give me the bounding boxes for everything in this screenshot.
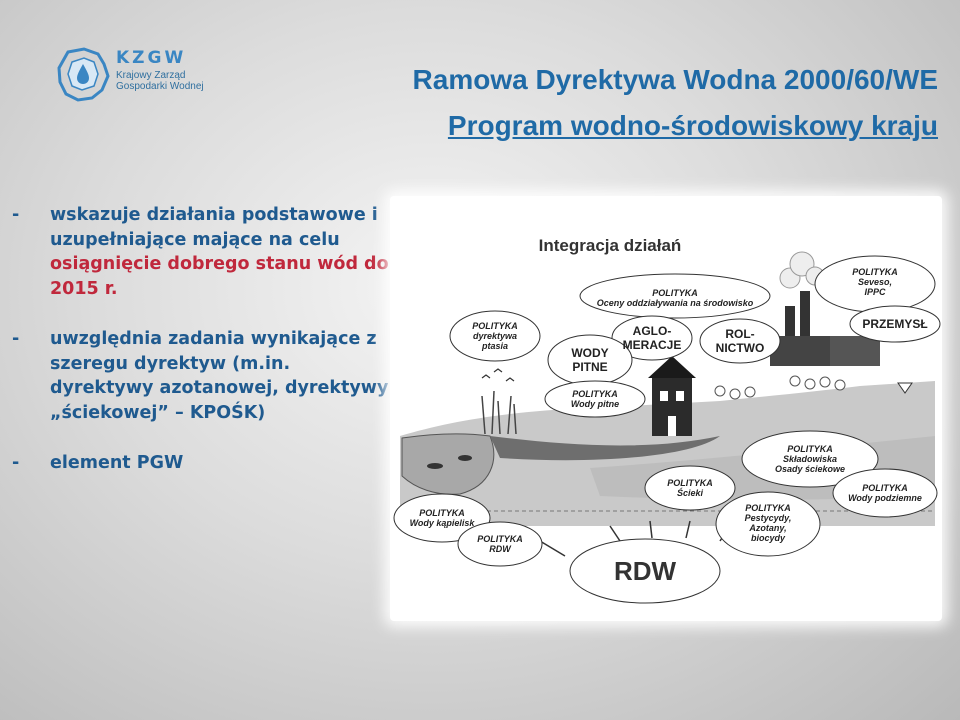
label-line: POLITYKA [862,483,908,493]
label-line: ROL- [725,327,755,341]
bullet-text: uwzględnia zadania wynikające z szeregu … [50,329,389,423]
bubble-kapieliska [393,493,491,543]
label-line: WODY [571,346,609,360]
diagram-graphics [393,251,941,604]
bubble-podziemne [832,468,938,518]
label-line: Wody kąpielisk [409,518,475,528]
label-line: Składowiska [782,454,838,464]
bubble-ptasia [449,310,541,362]
label-line: RDW [613,556,677,586]
label-seveso: POLITYKA Seveso, IPPC [820,267,930,297]
bubble-aglo [611,315,693,361]
label-skladowiska: POLITYKA Składowiska Osady ściekowe [745,444,875,474]
kzgw-logo: KZGW Krajowy Zarząd Gospodarki Wodnej [54,46,214,106]
label-rdw-pol: POLITYKA RDW [460,534,540,554]
bullet-item: - element PGW [12,451,392,476]
birds-icon [481,368,515,382]
label-kapieliska: POLITYKA Wody kąpielisk [396,508,488,528]
bullet-dash: - [12,453,20,473]
label-line: AGLO- [632,324,672,338]
bubble-pestycydy [715,491,821,557]
bullet-text: element PGW [50,453,184,473]
label-line: POLITYKA [852,267,898,277]
label-line: biocydy [750,533,785,543]
bubble-rdw [569,538,721,604]
label-przemysl: PRZEMYSŁ [852,317,938,331]
bubble-oceny [579,273,771,319]
label-line: Pestycydy, [744,513,792,523]
label-wody-pitne: WODY PITNE [550,346,630,374]
logo-subtitle-line2: Gospodarki Wodnej [116,81,204,92]
droplets-icon [714,375,846,400]
label-ptasia: POLITYKA dyrektywa ptasia [452,321,538,351]
label-aglo: AGLO- MERACJE [614,324,690,352]
label-line: Ścieki [676,488,704,498]
bullet-highlight: osiągnięcie dobrego stanu wód do 2015 r. [50,254,389,299]
label-wody-pitne-pol: POLITYKA Wody pitne [550,389,640,409]
fish-icon [427,455,472,469]
bullet-item: - uwzględnia zadania wynikające z szereg… [12,327,392,425]
lake-shape [401,433,495,495]
label-line: POLITYKA [652,288,698,298]
reeds-icon [481,390,517,435]
diagram-title: Integracja działań [538,236,682,255]
label-line: IPPC [864,287,886,297]
bullet-dash: - [12,205,20,225]
bubble-skladowiska [741,430,879,488]
poland-map-icon [57,47,110,102]
logo-name: KZGW [116,48,187,68]
label-line: POLITYKA [572,389,618,399]
label-line: POLITYKA [667,478,713,488]
label-line: Seveso, [857,277,893,287]
label-podziemne: POLITYKA Wody podziemne [835,483,935,503]
label-line: POLITYKA [419,508,465,518]
label-oceny: POLITYKA Oceny oddziaływania na środowis… [585,288,765,308]
label-line: PRZEMYSŁ [862,317,928,331]
bullet-item: - wskazuje działania podstawowe i uzupeł… [12,203,392,301]
label-line: PITNE [572,360,608,374]
label-line: dyrektywa [472,331,518,341]
bullet-text: wskazuje działania podstawowe i uzupełni… [50,205,378,250]
label-line: Wody pitne [570,399,620,409]
label-line: MERACJE [622,338,682,352]
label-line: Oceny oddziaływania na środowisko [596,298,754,308]
slide-subtitle: Program wodno-środowiskowy kraju [447,110,938,141]
logo-subtitle-line1: Krajowy Zarząd [116,70,186,81]
label-line: RDW [489,544,511,554]
bullet-dash: - [12,329,20,349]
label-line: Osady ściekowe [774,464,846,474]
marker-icon [897,382,913,394]
label-line: NICTWO [715,341,765,355]
label-line: POLITYKA [787,444,833,454]
river-shape [490,436,720,461]
house-icon [648,356,696,436]
logo-subtitle: Krajowy Zarząd Gospodarki Wodnej [116,70,204,92]
label-line: POLITYKA [745,503,791,513]
bubble-scieki [644,465,736,511]
label-line: Azotany, [749,523,787,533]
label-line: POLITYKA [477,534,523,544]
label-pestycydy: POLITYKA Pestycydy, Azotany, biocydy [720,503,816,543]
label-line: Wody podziemne [848,493,922,503]
label-line: ptasia [481,341,508,351]
label-rdw: RDW [595,556,695,586]
bubble-wody-pitne-pol [544,380,646,418]
label-rol: ROL- NICTWO [702,327,778,355]
bubble-rdw-pol [457,521,543,567]
bullet-list: - wskazuje działania podstawowe i uzupeł… [12,203,392,502]
label-line: POLITYKA [472,321,518,331]
integration-diagram: Integracja działań POLITYKA dyrektywa pt… [390,196,942,621]
label-scieki: POLITYKA Ścieki [650,478,730,498]
bubble-przemysl [849,305,941,343]
slide-title: Ramowa Dyrektywa Wodna 2000/60/WE [412,64,938,95]
bubble-rol [699,318,781,364]
